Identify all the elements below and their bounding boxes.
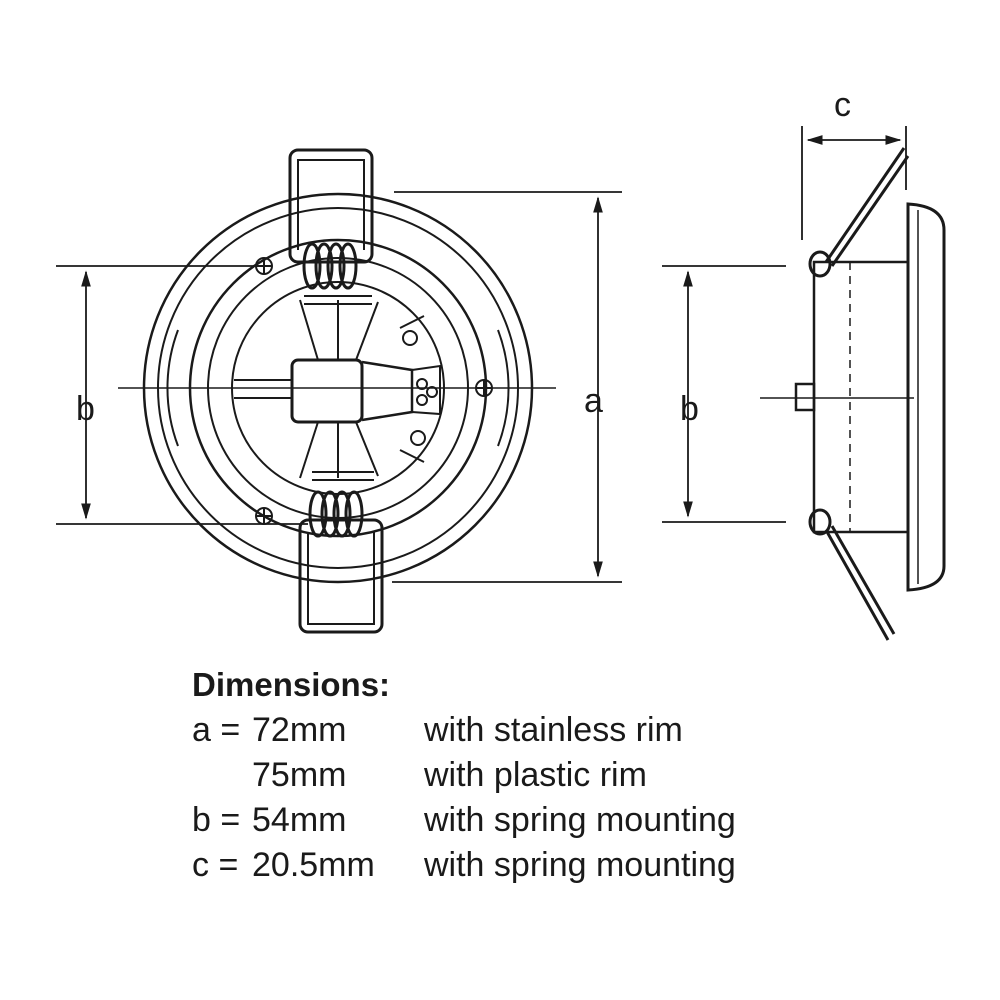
- technical-drawing: b a: [56, 86, 946, 641]
- terminal-block: [402, 330, 441, 446]
- label-c: c: [834, 86, 851, 124]
- dimension-row: b = 54mm with spring mounting: [192, 798, 872, 843]
- dimension-c: [801, 126, 907, 240]
- radial-ribs: [234, 299, 425, 479]
- dimension-description: with plastic rim: [424, 756, 647, 794]
- dimension-description: with spring mounting: [424, 846, 736, 884]
- dimension-description: with stainless rim: [424, 711, 683, 749]
- label-b-side: b: [680, 390, 699, 428]
- lamp-holder-cap: [361, 360, 414, 422]
- dimension-description: with spring mounting: [424, 801, 736, 839]
- dimension-key: [192, 753, 252, 798]
- dimensions-title: Dimensions:: [192, 666, 391, 703]
- side-rim: [906, 202, 946, 592]
- side-dimension-b: [662, 265, 786, 523]
- front-view: [56, 148, 622, 634]
- dimension-value: 75mm: [252, 756, 347, 794]
- dimension-row: c = 20.5mm with spring mounting: [192, 843, 872, 888]
- label-b-front: b: [76, 390, 95, 428]
- dimensions-table: Dimensions: a = 72mm with stainless rim …: [192, 662, 872, 888]
- dimension-a: [392, 191, 622, 583]
- side-view: [662, 126, 946, 641]
- dimension-key: a =: [192, 711, 241, 749]
- dimension-key: b =: [192, 801, 241, 839]
- side-spring-arms: [808, 147, 910, 641]
- dimension-value: 54mm: [252, 801, 347, 839]
- top-spring-clip: [288, 148, 374, 305]
- dimension-value: 72mm: [252, 711, 347, 749]
- lamp-holder: [290, 358, 364, 424]
- dimension-value: 20.5mm: [252, 846, 375, 884]
- top-spring-coil: [302, 242, 358, 290]
- bottom-spring-coil: [308, 490, 364, 538]
- side-body: [812, 260, 910, 534]
- dimension-row: 75mm with plastic rim: [192, 753, 872, 798]
- bottom-spring-clip: [298, 471, 384, 634]
- side-connector: [794, 382, 816, 412]
- dimension-key: c =: [192, 846, 239, 884]
- label-a: a: [584, 382, 603, 420]
- dimension-row: a = 72mm with stainless rim: [192, 708, 872, 753]
- front-dimension-b: [56, 265, 308, 525]
